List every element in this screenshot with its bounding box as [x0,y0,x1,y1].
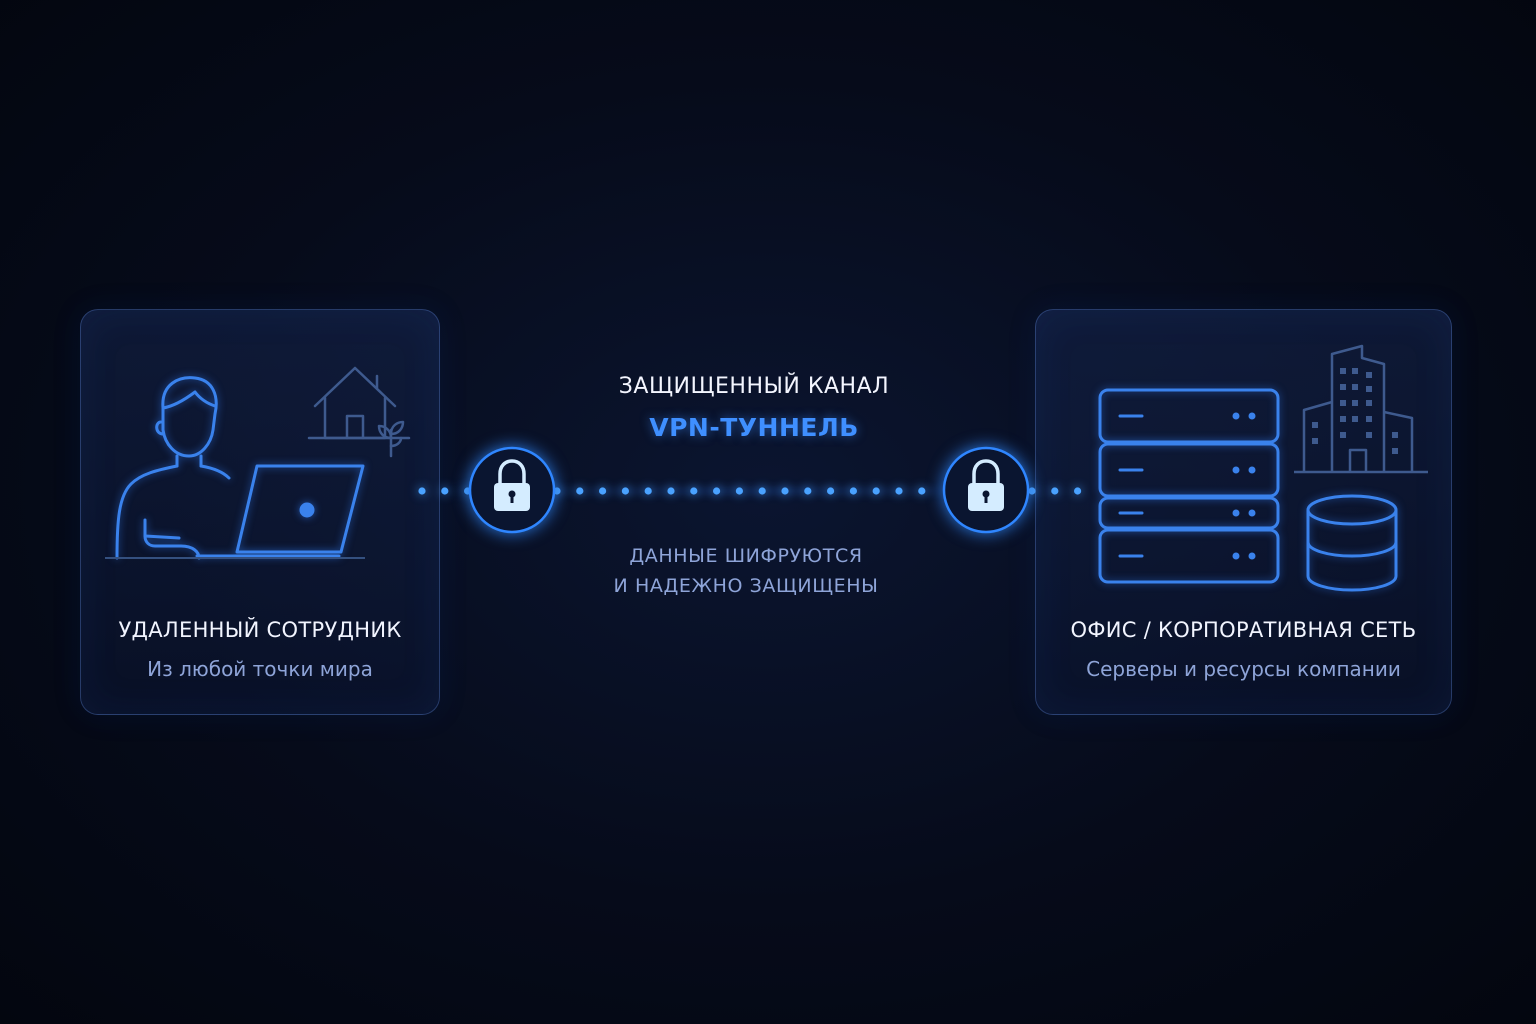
tunnel-dot [690,487,698,495]
tunnel-dot [621,487,630,495]
tunnel-description-line2: И НАДЕЖНО ЗАЩИЩЕНЫ [613,575,879,597]
tunnel-dot [918,487,926,495]
tunnel-glow [410,487,1100,495]
vpn-tunnel-label: VPN-ТУННЕЛЬ [649,413,859,442]
office-network-title: ОФИС / КОРПОРАТИВНАЯ СЕТЬ [1070,618,1417,642]
tunnel-dot [713,487,721,495]
tunnel-dot [667,487,675,495]
remote-employee-subtitle: Из любой точки мира [147,657,373,681]
lock-icon [454,432,570,548]
tunnel-dot [849,487,858,495]
tunnel-dot [644,487,652,495]
tunnel-dot [735,487,744,495]
person-at-laptop-icon [105,376,365,560]
tunnel-dot [576,487,584,495]
tunnel-dot [758,487,766,495]
secure-channel-title: ЗАЩИЩЕННЫЙ КАНАЛ [618,374,890,399]
tunnel-dot [1051,487,1059,495]
tunnel-dot [1074,487,1082,495]
remote-employee-title: УДАЛЕННЫЙ СОТРУДНИК [118,618,402,642]
lock-icon [928,432,1044,548]
tunnel-dot [895,487,903,495]
tunnel-dot [804,487,812,495]
database-icon [1306,494,1398,592]
tunnel-description-line1: ДАННЫЕ ШИФРУЮТСЯ [629,545,863,567]
tunnel-dot [827,487,835,495]
tunnel-dot [418,487,426,495]
office-network-subtitle: Серверы и ресурсы компании [1086,657,1401,681]
plant-icon [377,420,405,458]
tunnel-dot [781,487,789,495]
office-building-icon [1294,344,1428,474]
tunnel-dot [441,487,449,495]
tunnel-dot [872,487,880,495]
tunnel-dot [599,487,607,495]
remote-employee-card: УДАЛЕННЫЙ СОТРУДНИК Из любой точки мира [80,309,440,715]
server-rack-icon [1098,388,1280,584]
house-icon [307,366,411,440]
